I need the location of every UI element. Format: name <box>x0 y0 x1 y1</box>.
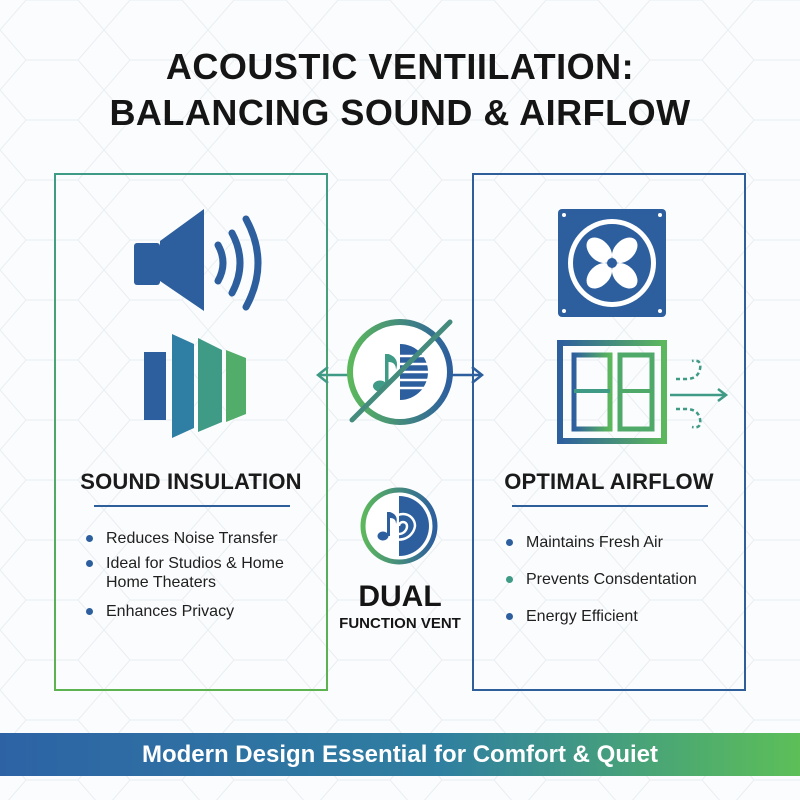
bullet-text: Energy Efficient <box>526 608 638 625</box>
bullet-dot <box>506 613 513 620</box>
optimal-airflow-panel: OPTIMAL AIRFLOW Maintains Fresh Air Prev… <box>472 173 746 691</box>
dual-function-label: DUAL FUNCTION VENT <box>330 580 470 634</box>
footer-banner: Modern Design Essential for Comfort & Qu… <box>0 733 800 776</box>
sound-insulation-list: Reduces Noise Transfer Ideal for Studios… <box>84 529 324 621</box>
list-item: Reduces Noise Transfer <box>84 529 324 548</box>
speaker-icon <box>134 209 262 311</box>
bullet-dot <box>86 535 93 542</box>
bullet-dot <box>506 539 513 546</box>
optimal-airflow-heading: OPTIMAL AIRFLOW <box>504 469 714 494</box>
bullet-dot <box>506 576 513 583</box>
footer-text: Modern Design Essential for Comfort & Qu… <box>141 741 659 768</box>
sound-barrier-icon <box>144 334 246 438</box>
no-noise-icon <box>315 319 485 425</box>
bullet-text: Maintains Fresh Air <box>526 534 663 551</box>
bullet-text: Enhances Privacy <box>106 603 235 620</box>
page-title: ACOUSTIC VENTIILATION: BALANCING SOUND &… <box>0 44 800 136</box>
fan-icon <box>558 209 666 317</box>
sound-insulation-rule <box>94 505 290 507</box>
list-item: Energy Efficient <box>504 607 744 626</box>
title-line-2: BALANCING SOUND & AIRFLOW <box>109 92 691 133</box>
optimal-airflow-list: Maintains Fresh Air Prevents Consdentati… <box>504 533 744 626</box>
list-item: Prevents Consdentation <box>504 570 744 589</box>
bullet-dot <box>86 608 93 615</box>
bullet-text-line-1: Ideal for Studios & Home <box>106 555 284 572</box>
bullet-text: Prevents Consdentation <box>526 571 697 588</box>
bullet-text: Reduces Noise Transfer <box>106 530 278 547</box>
bullet-text-line-2: Home Theaters <box>106 574 216 591</box>
dual-label-line-1: DUAL <box>358 580 442 613</box>
list-item: Maintains Fresh Air <box>504 533 744 552</box>
bullet-dot <box>86 560 93 567</box>
window-airflow-icon <box>557 340 729 444</box>
list-item: Ideal for Studios & Home Home Theaters <box>84 554 324 592</box>
sound-insulation-panel: SOUND INSULATION Reduces Noise Transfer … <box>54 173 328 691</box>
dual-function-icon <box>360 487 438 565</box>
optimal-airflow-rule <box>512 505 708 507</box>
sound-insulation-heading: SOUND INSULATION <box>80 469 302 494</box>
dual-label-line-2: FUNCTION VENT <box>339 615 461 632</box>
title-line-1: ACOUSTIC VENTIILATION: <box>165 46 635 87</box>
list-item: Enhances Privacy <box>84 602 324 621</box>
